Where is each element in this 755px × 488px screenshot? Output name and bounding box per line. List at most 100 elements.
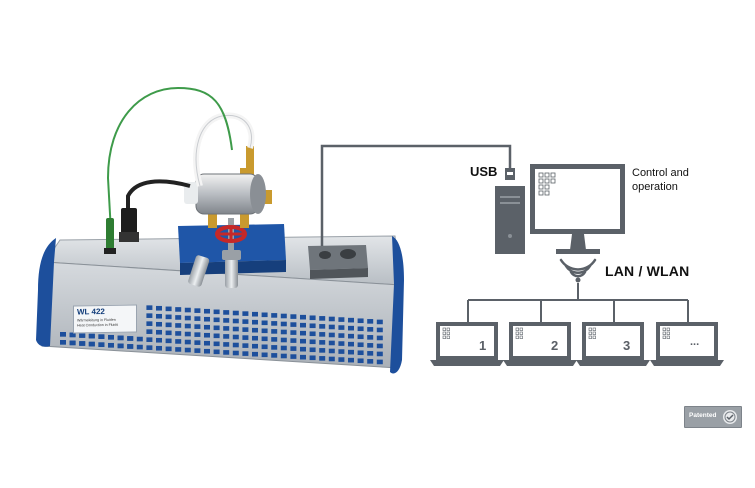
patented-badge: Patented [684,406,742,428]
vent-slot [223,334,230,339]
vent-slot [194,316,201,321]
vent-slot [328,324,335,330]
vent-slot [252,343,258,349]
vent-slot [280,345,287,351]
laptop-icon [430,322,504,366]
vent-slot [280,321,287,327]
vent-slot [242,327,249,332]
specimen-holder [308,245,368,279]
vent-slot [108,334,114,340]
vent-slot [357,350,364,356]
vent-slot [204,332,210,338]
vent-slot [204,308,210,314]
vent-slot [184,307,191,313]
vent-slot [242,351,249,356]
vent-slot [165,338,172,344]
network-label: LAN / WLAN [605,263,690,279]
vent-slot [300,322,306,328]
vent-slot [271,337,278,342]
vent-slot [252,319,258,325]
vent-slot [117,343,124,349]
vent-slot [376,351,383,357]
vent-slot [261,320,268,326]
vent-slot [367,351,374,356]
laptop-3-label: 3 [623,338,631,353]
vent-slot [376,319,383,325]
vent-slot [357,342,364,348]
app-tile-icon [544,190,550,196]
vent-slot [223,310,230,315]
vent-slot [146,313,153,318]
vent-slot [328,332,335,338]
vent-slot [175,315,182,320]
vent-slot [367,319,374,324]
vent-slot [88,341,95,347]
vent-slot [290,322,297,327]
vent-slot [156,321,162,327]
vent-slot [348,317,354,323]
app-grid-icon [538,172,556,196]
laptop-2-label: 2 [551,338,559,353]
control-caption-line-1: Control and [632,167,689,179]
vent-slot [242,319,249,324]
vent-slot [136,336,143,342]
ventilation-grid [60,305,383,365]
vent-slot [328,316,335,322]
vent-slot [319,356,326,361]
vent-slot [146,337,153,342]
vent-slot [348,325,354,331]
usb-label: USB [470,164,498,179]
vent-slot [290,346,297,351]
vent-slot [338,357,345,362]
vent-slot [261,312,268,318]
vent-slot [79,333,86,338]
client-laptops [430,322,724,366]
pc-tower [495,186,525,254]
vent-slot [175,323,182,328]
nameplate-line-1: Wärmeleitung in Fluiden [77,317,116,323]
vent-slot [348,341,354,347]
patent-seal-icon [723,410,737,424]
vent-slot [338,341,345,346]
vent-slot [232,326,239,332]
app-tile-icon [538,172,544,178]
vent-slot [300,346,306,352]
app-tile-icon [538,190,544,196]
vent-slot [184,331,191,337]
vent-slot [175,331,182,336]
vent-slot [175,307,182,312]
control-caption: Control and operation [632,166,712,194]
vent-slot [194,324,201,329]
vent-slot [252,311,258,317]
vent-slot [338,325,345,330]
vent-slot [127,344,134,349]
trainer-device [36,86,404,374]
vent-slot [146,305,153,310]
vent-slot [232,342,239,348]
app-tile-icon [544,172,550,178]
vent-slot [88,333,95,339]
vent-slot [348,333,354,339]
vent-slot [213,325,220,331]
vent-slot [367,327,374,332]
vent-slot [184,315,191,321]
vent-slot [98,334,105,339]
app-tile-icon [538,178,544,184]
vent-slot [213,309,220,315]
vent-slot [271,353,278,358]
usb-cable [320,144,512,246]
laptop-icon [576,322,650,366]
vent-slot [69,332,76,338]
app-tile-icon [538,184,544,190]
thermocouple-wire [104,86,233,254]
vent-slot [367,359,374,364]
vent-slot [156,337,162,343]
vent-slot [146,329,153,334]
vent-slot [309,347,316,353]
vent-slot [117,335,124,341]
vent-slot [376,359,383,365]
vent-slot [213,349,220,355]
vent-slot [252,327,258,333]
vent-slot [376,335,383,341]
vent-slot [348,357,354,363]
